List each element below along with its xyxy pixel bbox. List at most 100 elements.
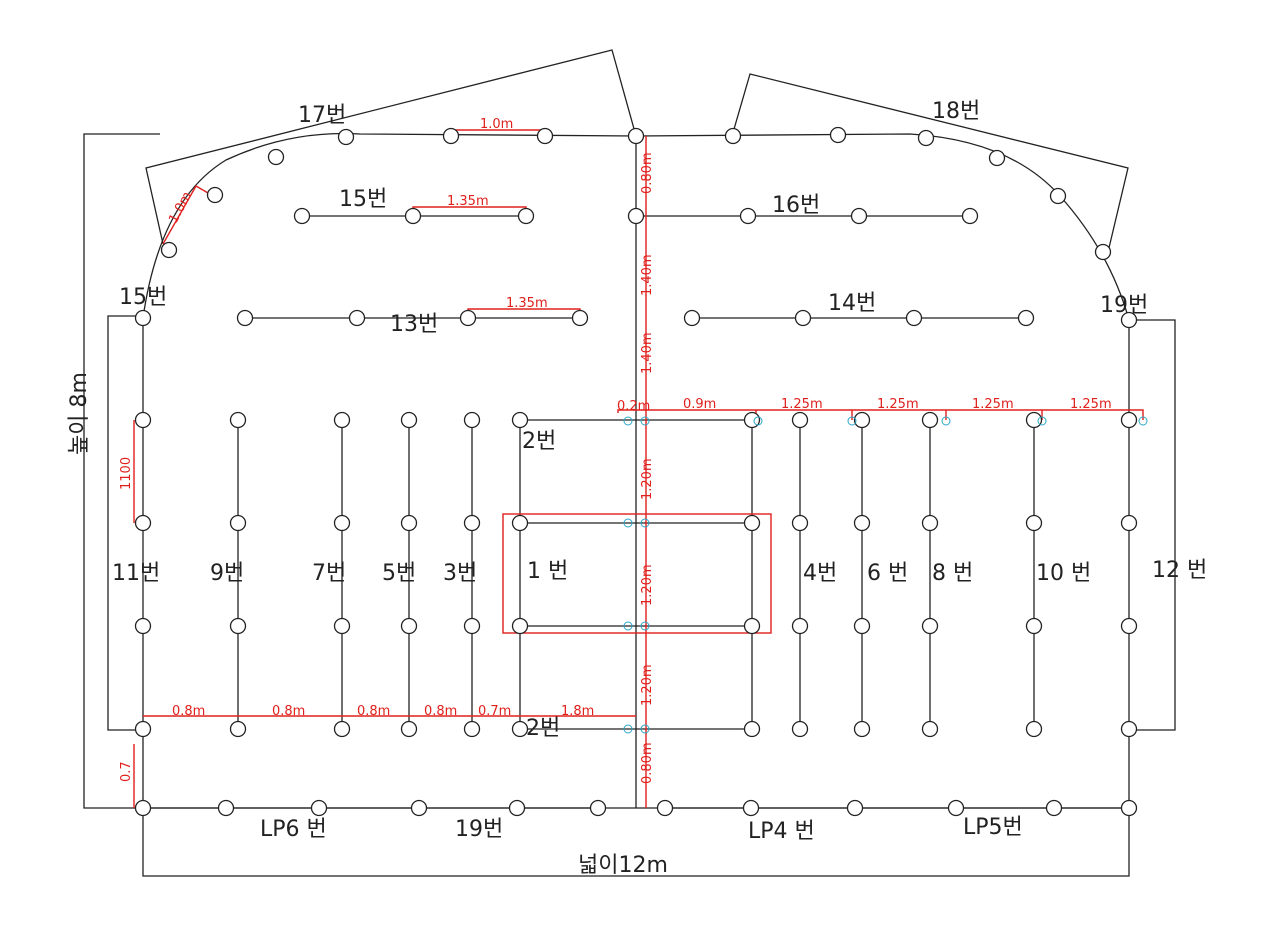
label-11: 11번 <box>112 561 160 586</box>
label-lp6: LP6 번 <box>260 817 327 842</box>
blast-hole <box>134 411 152 429</box>
blast-hole <box>1025 720 1043 738</box>
blast-hole <box>134 514 152 532</box>
label-1: 1 번 <box>527 559 568 584</box>
blast-hole <box>463 514 481 532</box>
blast-hole <box>743 617 761 635</box>
blast-hole <box>400 514 418 532</box>
label-13: 13번 <box>390 312 438 337</box>
blast-hole <box>229 514 247 532</box>
top-outer-lines <box>145 49 1129 253</box>
blast-hole <box>1120 720 1138 738</box>
dim-l-08d: 0.8m <box>424 704 457 719</box>
dim-r-02: 0.2m <box>617 399 650 414</box>
dim-v-top: 0.80m <box>640 152 655 194</box>
label-6: 6 번 <box>867 561 908 586</box>
blast-holes <box>134 126 1138 329</box>
dim-v-b: 1.40m <box>640 332 655 374</box>
label-17: 17번 <box>298 103 346 128</box>
dim-v-e: 1.20m <box>640 664 655 706</box>
blast-hole <box>511 720 529 738</box>
dim-r-125b: 1.25m <box>877 397 919 412</box>
dimension-frame <box>83 133 1176 877</box>
label-16: 16번 <box>772 193 820 218</box>
group-labels: 17번 18번 15번 16번 15번 13번 14번 19번 2번 2번 11… <box>112 99 1207 844</box>
label-3: 3번 <box>443 561 477 586</box>
dim-v-a: 1.40m <box>640 254 655 296</box>
dim-r-125d: 1.25m <box>1070 397 1112 412</box>
blast-hole <box>853 514 871 532</box>
blast-hole <box>463 411 481 429</box>
blast-hole <box>921 411 939 429</box>
dim-v-bottom: 0.80m <box>640 742 655 784</box>
blast-hole <box>791 617 809 635</box>
blast-hole <box>1120 411 1138 429</box>
blast-hole <box>921 514 939 532</box>
dim-l-08c: 0.8m <box>357 704 390 719</box>
blast-hole <box>853 411 871 429</box>
dim-v-c: 1.20m <box>640 458 655 500</box>
dim-l-08b: 0.8m <box>272 704 305 719</box>
dim-l-18: 1.8m <box>561 704 594 719</box>
dim-13: 1.35m <box>506 296 548 311</box>
dim-r-09: 0.9m <box>683 397 716 412</box>
label-15-left: 15번 <box>119 285 167 310</box>
blast-hole <box>134 617 152 635</box>
dim-arc: 1.0m <box>166 189 195 225</box>
dim-left-07: 0.7 <box>119 761 134 782</box>
width-label: 넓이12m <box>578 853 668 878</box>
dim-top-17: 1.0m <box>480 117 513 132</box>
blast-hole <box>333 411 351 429</box>
blast-hole <box>743 720 761 738</box>
blast-hole <box>791 411 809 429</box>
label-4: 4번 <box>803 561 837 586</box>
blast-hole <box>229 720 247 738</box>
label-15-top: 15번 <box>339 187 387 212</box>
label-7: 7번 <box>312 561 346 586</box>
label-19-right: 19번 <box>1100 293 1148 318</box>
blast-holes-floor <box>134 799 1138 817</box>
blast-hole <box>791 514 809 532</box>
label-2-bottom: 2번 <box>526 716 560 741</box>
label-14: 14번 <box>828 291 876 316</box>
label-8: 8 번 <box>932 561 973 586</box>
label-10: 10 번 <box>1036 561 1091 586</box>
blast-hole <box>333 720 351 738</box>
dim-left-1100: 1100 <box>119 457 134 490</box>
label-lp4: LP4 번 <box>748 819 815 844</box>
blast-hole <box>853 617 871 635</box>
height-label: 높이 8m <box>67 372 92 455</box>
blast-hole <box>229 411 247 429</box>
hole-columns <box>237 420 1035 729</box>
blast-hole <box>400 411 418 429</box>
label-lp5: LP5번 <box>963 815 1023 840</box>
blast-hole <box>400 617 418 635</box>
label-18: 18번 <box>932 99 980 124</box>
blast-hole <box>134 720 152 738</box>
blast-hole <box>1120 514 1138 532</box>
blast-hole <box>511 617 529 635</box>
label-5: 5번 <box>382 561 416 586</box>
dim-l-07: 0.7m <box>478 704 511 719</box>
blast-hole <box>333 617 351 635</box>
blast-hole <box>1120 617 1138 635</box>
blast-holes-grid <box>134 411 1138 738</box>
dim-l-08a: 0.8m <box>172 704 205 719</box>
label-9: 9번 <box>210 561 244 586</box>
dim-r-125a: 1.25m <box>781 397 823 412</box>
dim-v-d: 1.20m <box>640 564 655 606</box>
label-2-top: 2번 <box>522 429 556 454</box>
blast-hole <box>229 617 247 635</box>
blast-hole <box>333 514 351 532</box>
blast-hole <box>743 411 761 429</box>
blast-hole <box>1025 411 1043 429</box>
blast-hole <box>791 720 809 738</box>
blast-hole <box>1025 617 1043 635</box>
label-12: 12 번 <box>1152 558 1207 583</box>
center-markers <box>623 416 1148 734</box>
blast-hole <box>743 514 761 532</box>
label-19-bottom: 19번 <box>455 817 503 842</box>
blast-hole <box>853 720 871 738</box>
blast-hole <box>511 514 529 532</box>
